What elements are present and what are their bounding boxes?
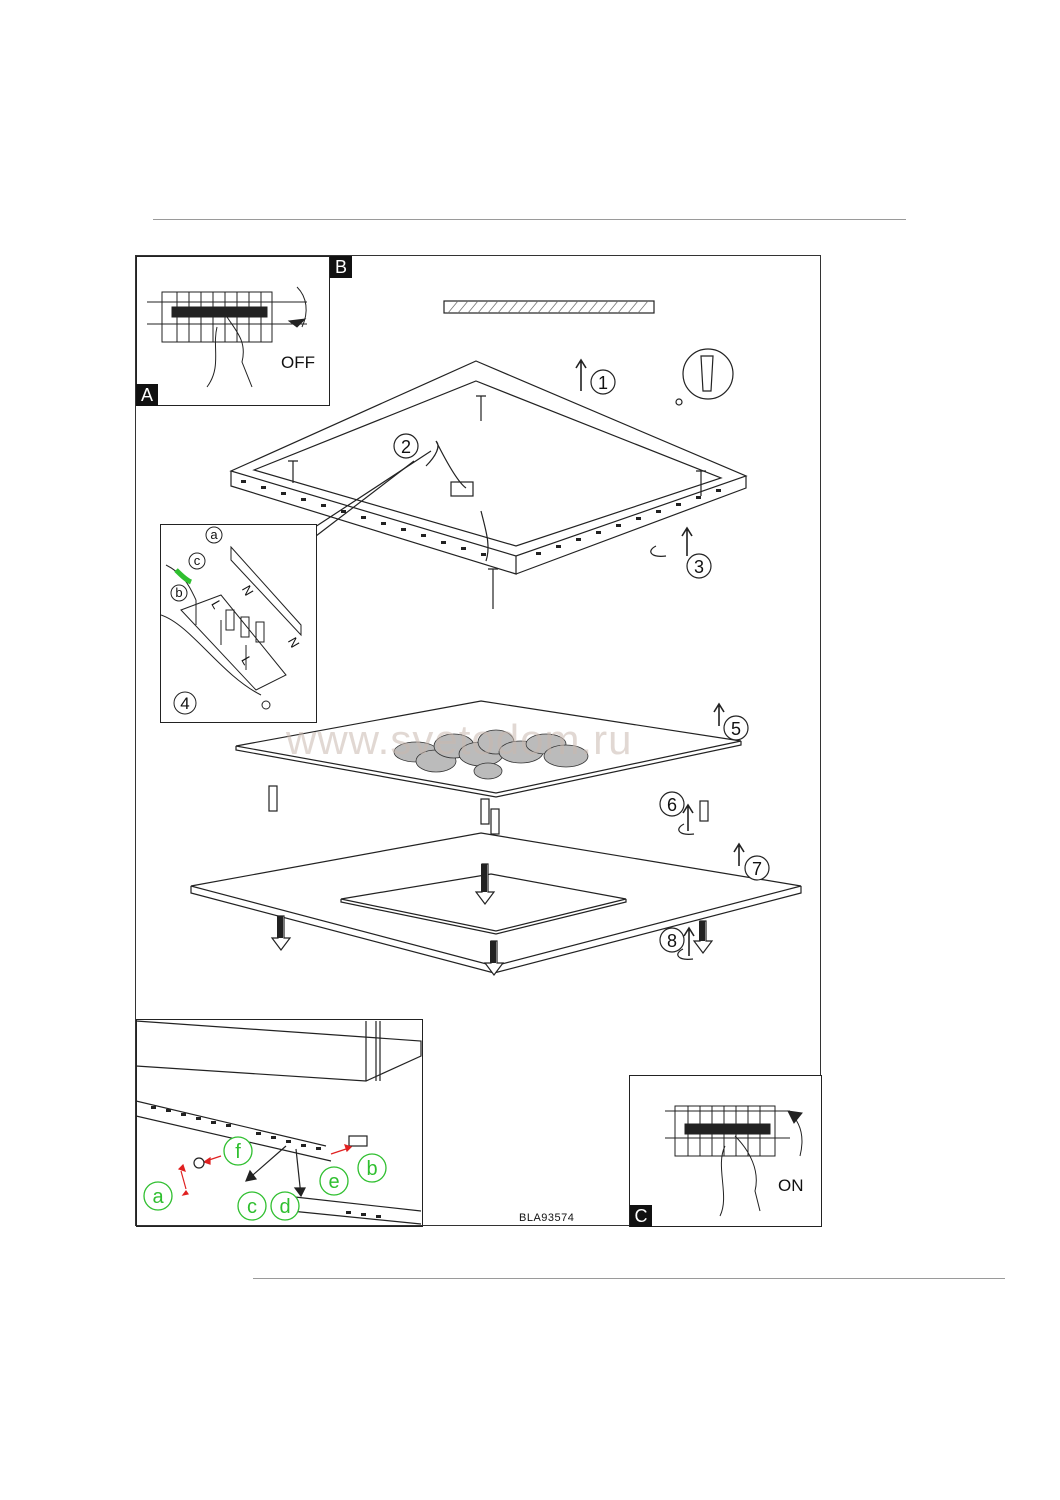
- callout-c: c: [188, 552, 206, 570]
- svg-text:2: 2: [401, 437, 411, 457]
- on-label: ON: [778, 1176, 804, 1195]
- glass-center: [340, 873, 627, 932]
- switch-off-inset: OFF: [136, 256, 330, 406]
- canopy-inner: [252, 380, 723, 547]
- panel-label-b: B: [330, 256, 352, 278]
- led-strip-inset: [136, 1019, 423, 1227]
- svg-text:5: 5: [731, 719, 741, 739]
- panel-label-a: A: [136, 384, 158, 406]
- ornament-plate: [235, 700, 742, 794]
- ceiling-hatch: [443, 300, 655, 314]
- step-2: 2: [393, 433, 419, 459]
- callout-a: a: [205, 526, 223, 544]
- callout-b: b: [170, 584, 188, 602]
- svg-text:6: 6: [667, 795, 677, 815]
- ceiling-screws: [288, 395, 706, 609]
- step-7: 7: [744, 855, 770, 881]
- instruction-frame: www.svetodom.ru 1 2 3 5 6 7 8 O: [135, 255, 822, 1227]
- switch-on-inset: ON C: [629, 1075, 822, 1227]
- terminal-block-inset: N N L L a c b 4: [160, 524, 317, 723]
- crystal-ornament: [393, 729, 589, 780]
- step-5: 5: [723, 715, 749, 741]
- step-8: 8: [659, 927, 685, 953]
- step-6: 6: [659, 791, 685, 817]
- svg-text:4: 4: [180, 694, 189, 713]
- spacers: [268, 785, 709, 835]
- watermark: www.svetodom.ru: [286, 716, 633, 763]
- off-label: OFF: [281, 353, 315, 372]
- supply-wires: [425, 440, 467, 489]
- assembly-drawing: [136, 300, 802, 1225]
- top-rule: [153, 219, 906, 220]
- svg-text:1: 1: [598, 373, 608, 393]
- bottom-rule: [253, 1278, 1005, 1279]
- wall-plug-detail: [682, 348, 734, 400]
- breaker-off-illustration: [147, 286, 307, 388]
- step-numbers: 1 2 3 5 6 7 8: [393, 369, 770, 953]
- svg-text:3: 3: [694, 557, 704, 577]
- svg-text:c: c: [194, 553, 201, 568]
- model-code: BLA93574: [519, 1212, 575, 1224]
- svg-text:b: b: [175, 585, 182, 600]
- svg-text:7: 7: [752, 859, 762, 879]
- terminal-block-illustration: [161, 545, 302, 710]
- breaker-on-illustration: [665, 1105, 803, 1217]
- panel-label-c: C: [630, 1205, 652, 1227]
- terminal-callouts: a c b 4: [170, 526, 223, 715]
- canopy-led-strip: [241, 480, 721, 556]
- svg-text:8: 8: [667, 931, 677, 951]
- step-4: 4: [173, 691, 197, 715]
- step-3: 3: [686, 553, 712, 579]
- svg-text:a: a: [210, 527, 218, 542]
- step-1: 1: [590, 369, 616, 395]
